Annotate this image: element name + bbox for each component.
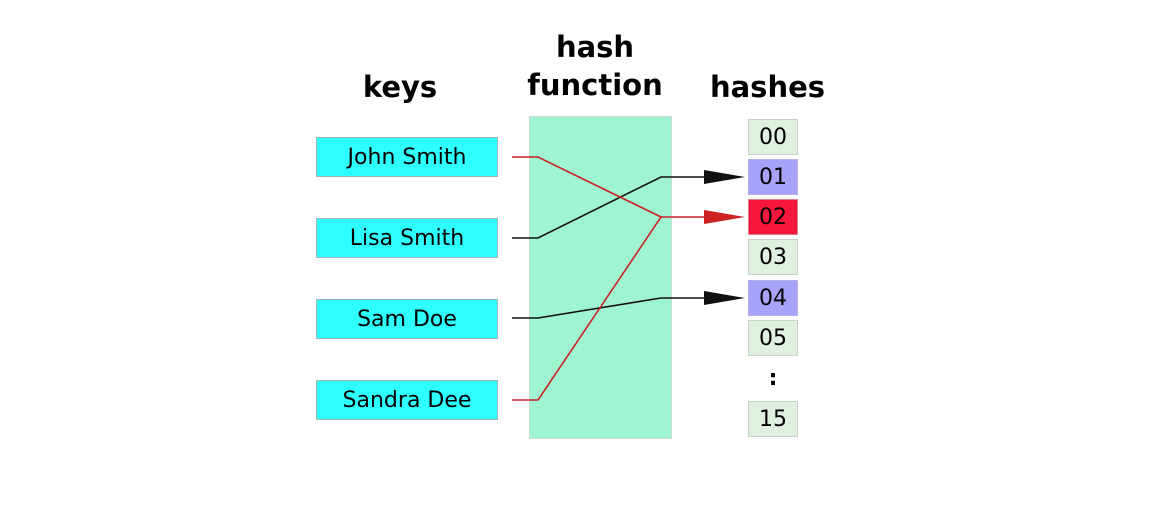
- hash-function-box: [529, 116, 672, 439]
- key-box: Sam Doe: [316, 299, 498, 339]
- hash-cell: 15: [748, 401, 798, 437]
- hash-function-header: hash function: [527, 30, 663, 102]
- keys-header: keys: [362, 70, 438, 104]
- hash-cell: 01: [748, 159, 798, 195]
- mapping-line-sandra-dee: [512, 216, 704, 401]
- key-box: John Smith: [316, 137, 498, 177]
- hash-ellipsis: :: [768, 365, 778, 391]
- arrowhead: [704, 170, 745, 184]
- arrowhead: [704, 291, 745, 305]
- hash-cell: 04: [748, 280, 798, 316]
- mapping-line-lisa-smith: [512, 176, 704, 239]
- arrowhead: [704, 210, 745, 224]
- hash-cell: 03: [748, 239, 798, 275]
- hash-cell: 02: [748, 199, 798, 235]
- hash-cell: 00: [748, 119, 798, 155]
- key-box: Lisa Smith: [316, 218, 498, 258]
- hashes-header: hashes: [709, 70, 826, 104]
- key-box: Sandra Dee: [316, 380, 498, 420]
- mapping-line-john-smith: [512, 156, 662, 218]
- mapping-line-sam-doe: [512, 297, 704, 319]
- hash-cell: 05: [748, 320, 798, 356]
